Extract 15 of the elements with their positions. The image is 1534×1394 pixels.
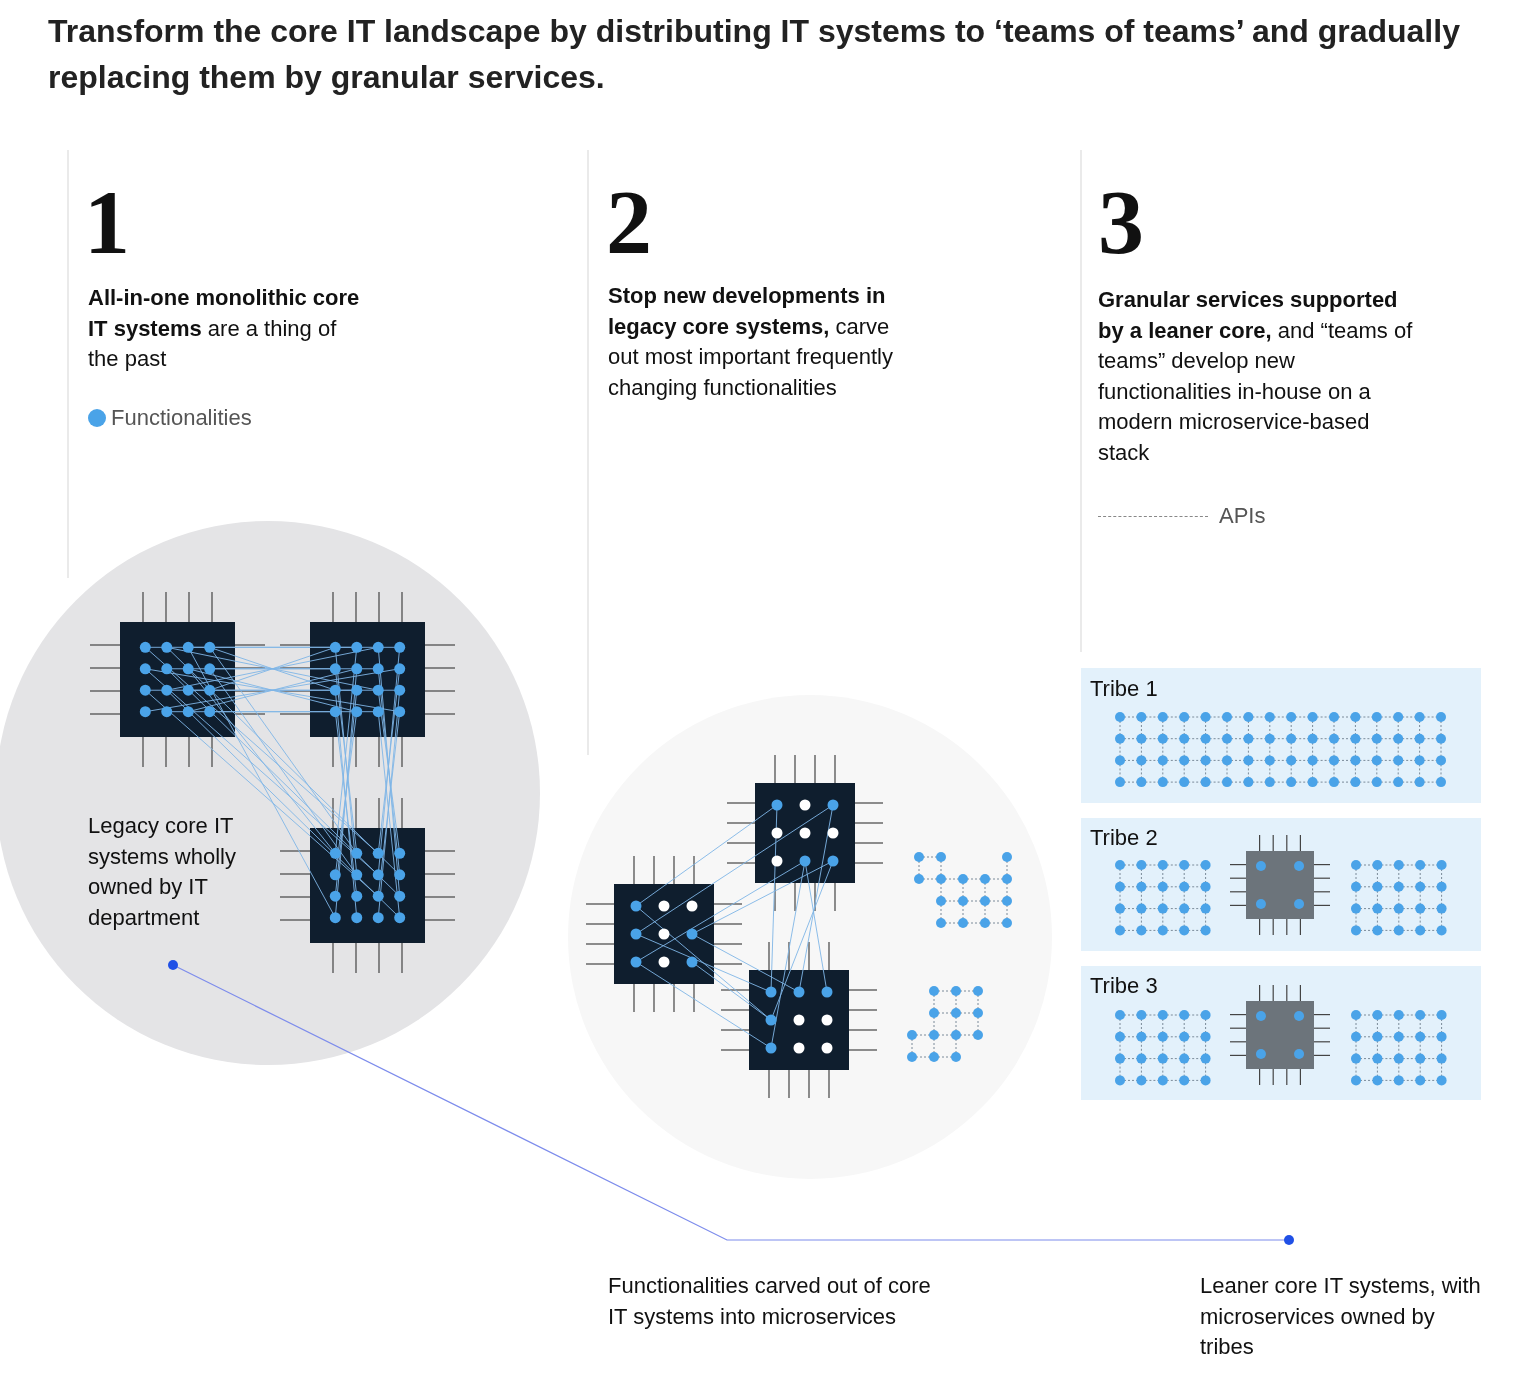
legend-label: APIs bbox=[1219, 502, 1266, 530]
caption-text: Legacy core IT systems wholly owned by IT department bbox=[88, 812, 237, 932]
tribe-label: Tribe 2 bbox=[1090, 824, 1159, 852]
step-description: Granular services supported by a leaner core, and “teams of teams” develop new functionalities in-house on a modern microservice-based stack bbox=[1098, 286, 1414, 467]
step-description: All-in-one monolithic core IT systems are a thing of the past bbox=[88, 284, 361, 373]
timeline-caption: Functionalities carved out of core IT systems into microservices bbox=[608, 1272, 932, 1331]
step-number: 3 bbox=[1098, 176, 1144, 268]
tribe-label: Tribe 1 bbox=[1090, 675, 1159, 703]
timeline-caption: Leaner core IT systems, with microservices owned by tribes bbox=[1200, 1272, 1482, 1361]
legend-label: Functionalities bbox=[111, 404, 252, 432]
step-number: 1 bbox=[84, 176, 130, 268]
step-description: Stop new developments in legacy core systems, carve out most important frequently changing functionalities bbox=[608, 282, 894, 402]
title: Transform the core IT landscape by distributing IT systems to ‘teams of teams’ and gradually replacing them by granular services. bbox=[48, 12, 1461, 97]
tribe-label: Tribe 3 bbox=[1090, 972, 1159, 1000]
step-number: 2 bbox=[606, 176, 652, 268]
